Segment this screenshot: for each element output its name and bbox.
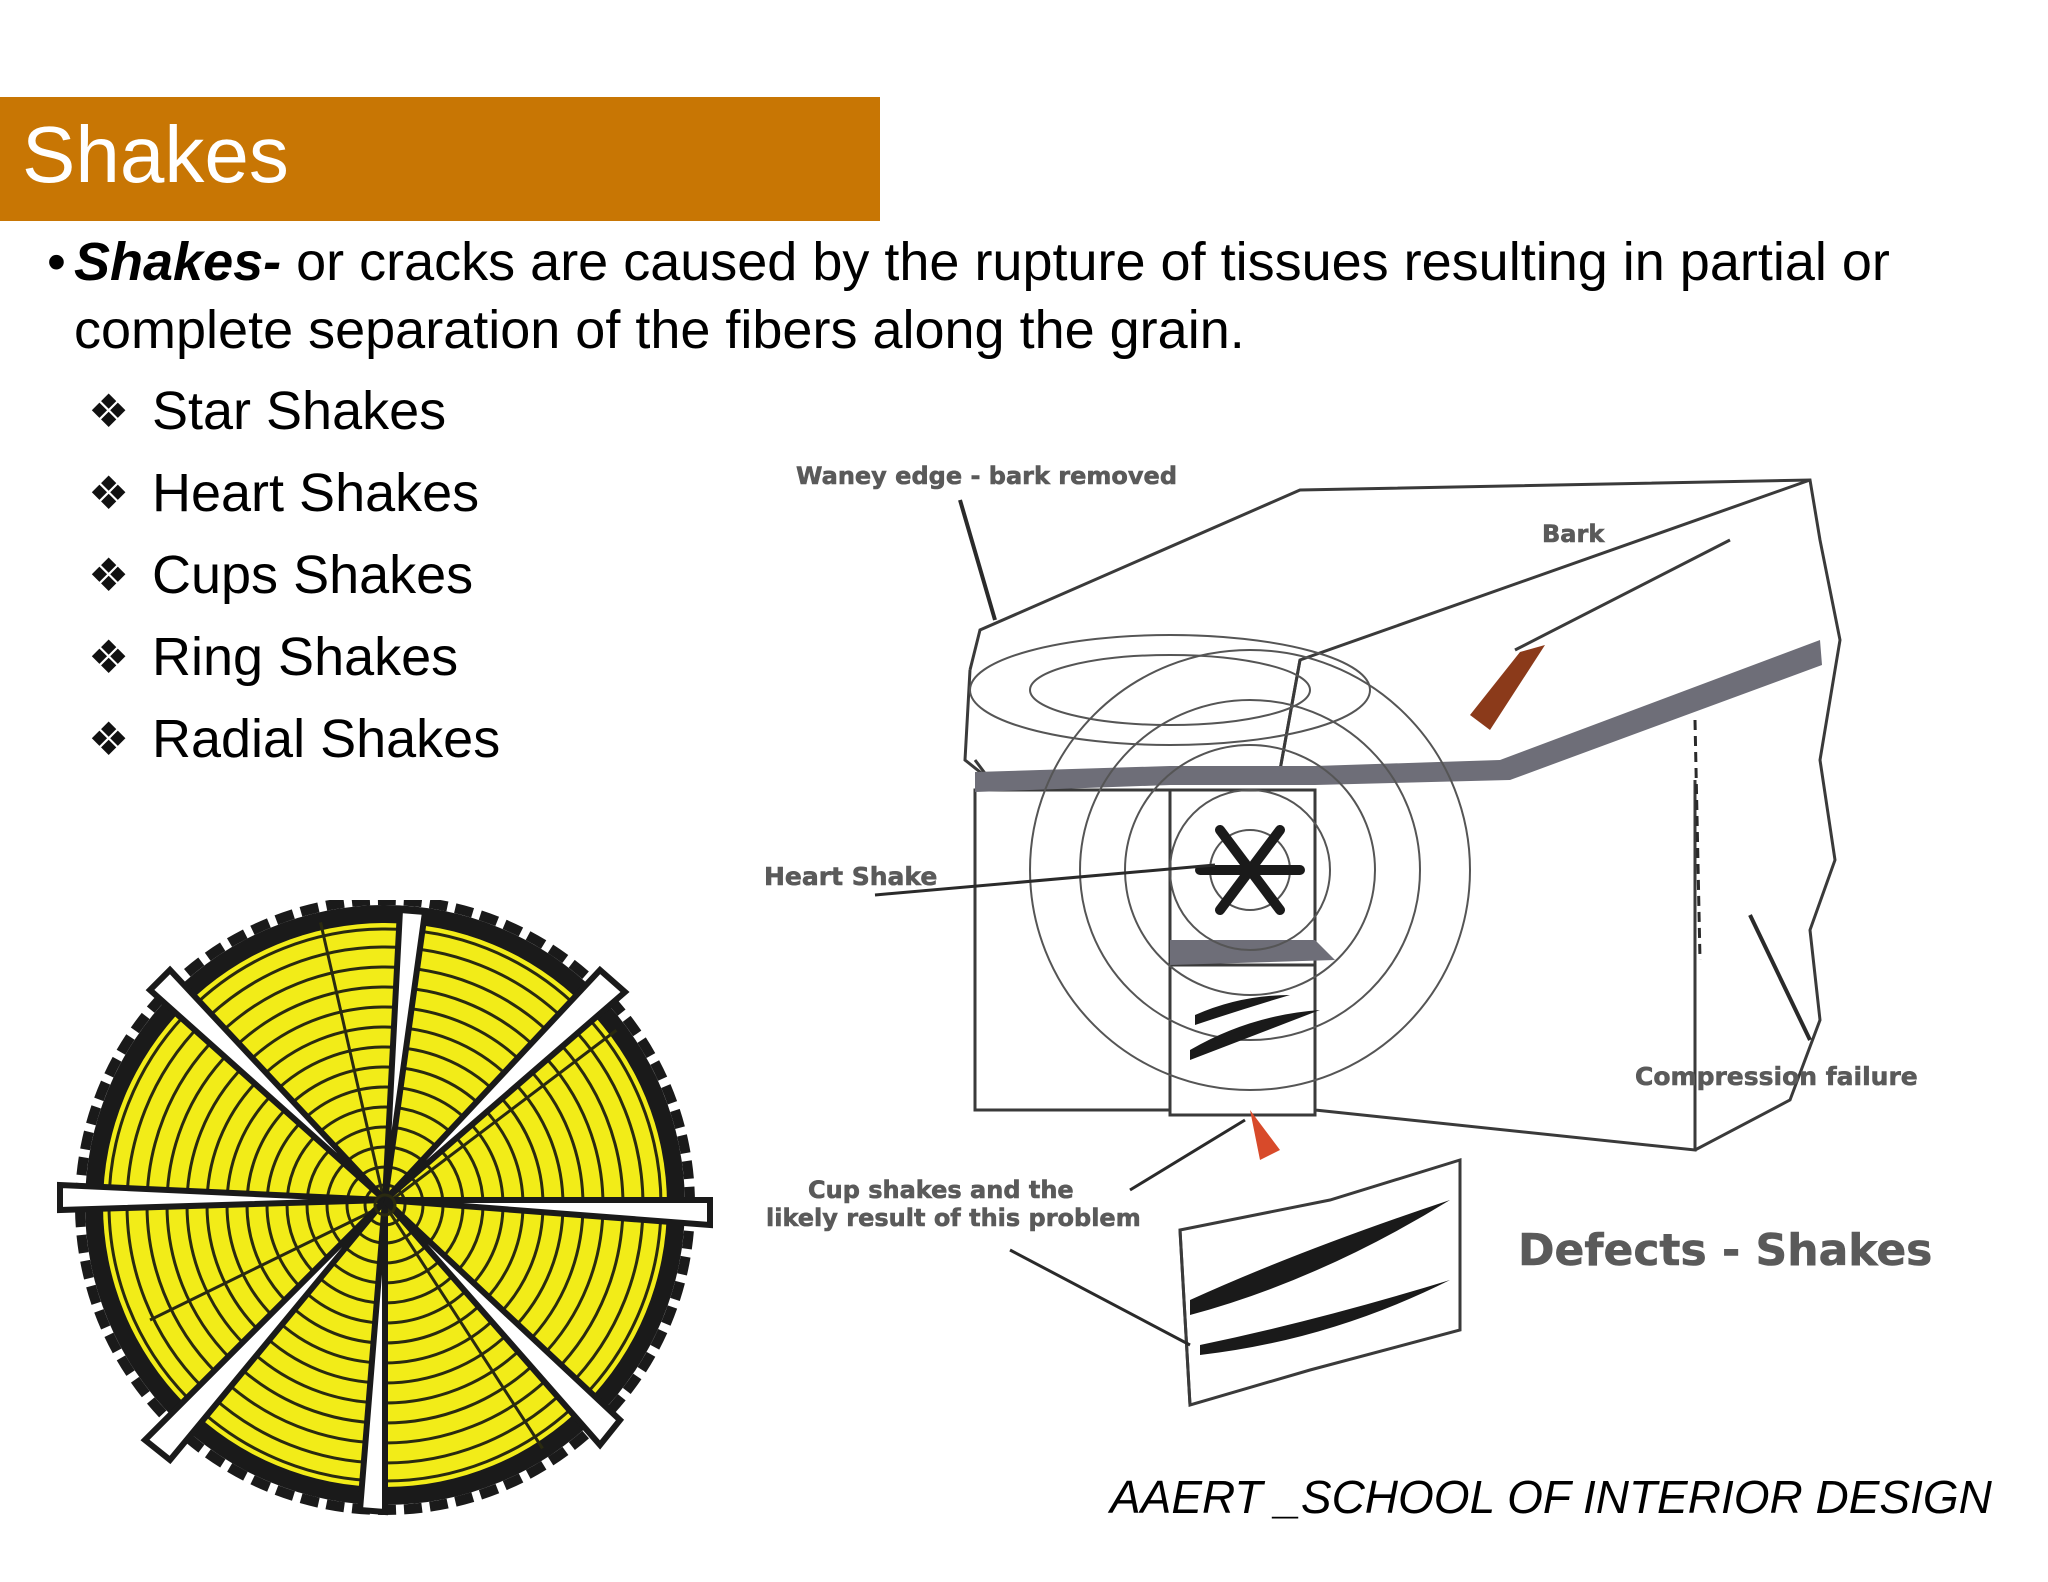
- cup-shakes-leader: [1009, 1248, 1191, 1347]
- end-grain-rings: [969, 634, 1471, 1091]
- definition-text: Shakes- or cracks are caused by the rupt…: [74, 228, 1987, 364]
- heart-shake-leader: [874, 863, 1216, 897]
- four-diamond-icon: ❖: [88, 385, 130, 437]
- list-item-label: Radial Shakes: [152, 709, 501, 769]
- compression-failure-label: Compression failure: [1635, 1062, 1918, 1091]
- four-diamond-icon: ❖: [88, 549, 130, 601]
- bark-leader: [1514, 538, 1731, 652]
- definition-term: Shakes-: [74, 232, 282, 292]
- arrow-icon: [1250, 1110, 1280, 1160]
- definition-body: or cracks are caused by the rupture of t…: [74, 232, 1890, 360]
- cup-shakes-label-line1: Cup shakes and the: [808, 1176, 1074, 1204]
- bark-label: Bark: [1542, 520, 1605, 548]
- heart-shake-cross: [1195, 825, 1305, 915]
- footer-text: AAERT _SCHOOL OF INTERIOR DESIGN: [1110, 1471, 1992, 1523]
- bullet-dot: •: [47, 232, 66, 292]
- list-item-label: Star Shakes: [152, 381, 447, 441]
- star-shake-illustration: [57, 900, 713, 1516]
- gap-strips: [975, 640, 1822, 965]
- list-item-label: Cups Shakes: [152, 545, 474, 605]
- list-item: ❖ Cups Shakes: [88, 542, 500, 624]
- timber-defects-diagram: Waney edge - bark removed Bark Heart Sha…: [764, 462, 1933, 1407]
- slide-title: Shakes: [22, 110, 289, 199]
- heart-shake-label: Heart Shake: [764, 862, 937, 891]
- four-diamond-icon: ❖: [88, 631, 130, 683]
- list-item: ❖ Star Shakes: [88, 378, 500, 460]
- bark-patch: [1470, 645, 1545, 730]
- diagram-caption: Defects - Shakes: [1518, 1225, 1932, 1276]
- list-item: ❖ Radial Shakes: [88, 706, 500, 788]
- four-diamond-icon: ❖: [88, 713, 130, 765]
- cup-shake-marks: [1190, 995, 1320, 1060]
- four-diamond-icon: ❖: [88, 467, 130, 519]
- definition-bullet: • Shakes- or cracks are caused by the ru…: [47, 228, 1987, 364]
- cup-shakes-origin-leader: [1129, 1118, 1246, 1192]
- waney-edge-leader: [958, 499, 997, 621]
- waney-edge-label: Waney edge - bark removed: [796, 462, 1177, 490]
- shake-types-list: ❖Star Shakes ❖Heart Shakes ❖Cups Shakes …: [88, 378, 500, 788]
- title-bar: Shakes: [0, 97, 880, 221]
- compression-failure-leader: [1748, 914, 1812, 1041]
- cup-shake-result-marks: [1190, 1200, 1450, 1355]
- cup-shakes-label-line2: likely result of this problem: [766, 1204, 1141, 1232]
- compression-failure-zigzag: [1693, 719, 1702, 961]
- list-item: ❖ Heart Shakes: [88, 460, 500, 542]
- list-item-label: Heart Shakes: [152, 463, 480, 523]
- list-item: ❖ Ring Shakes: [88, 624, 500, 706]
- cup-shake-piece: [1178, 1157, 1462, 1407]
- list-item-label: Ring Shakes: [152, 627, 459, 687]
- pith: [373, 1193, 397, 1217]
- timber-block-outline: [963, 478, 1842, 1152]
- radial-cracks: [57, 906, 713, 1516]
